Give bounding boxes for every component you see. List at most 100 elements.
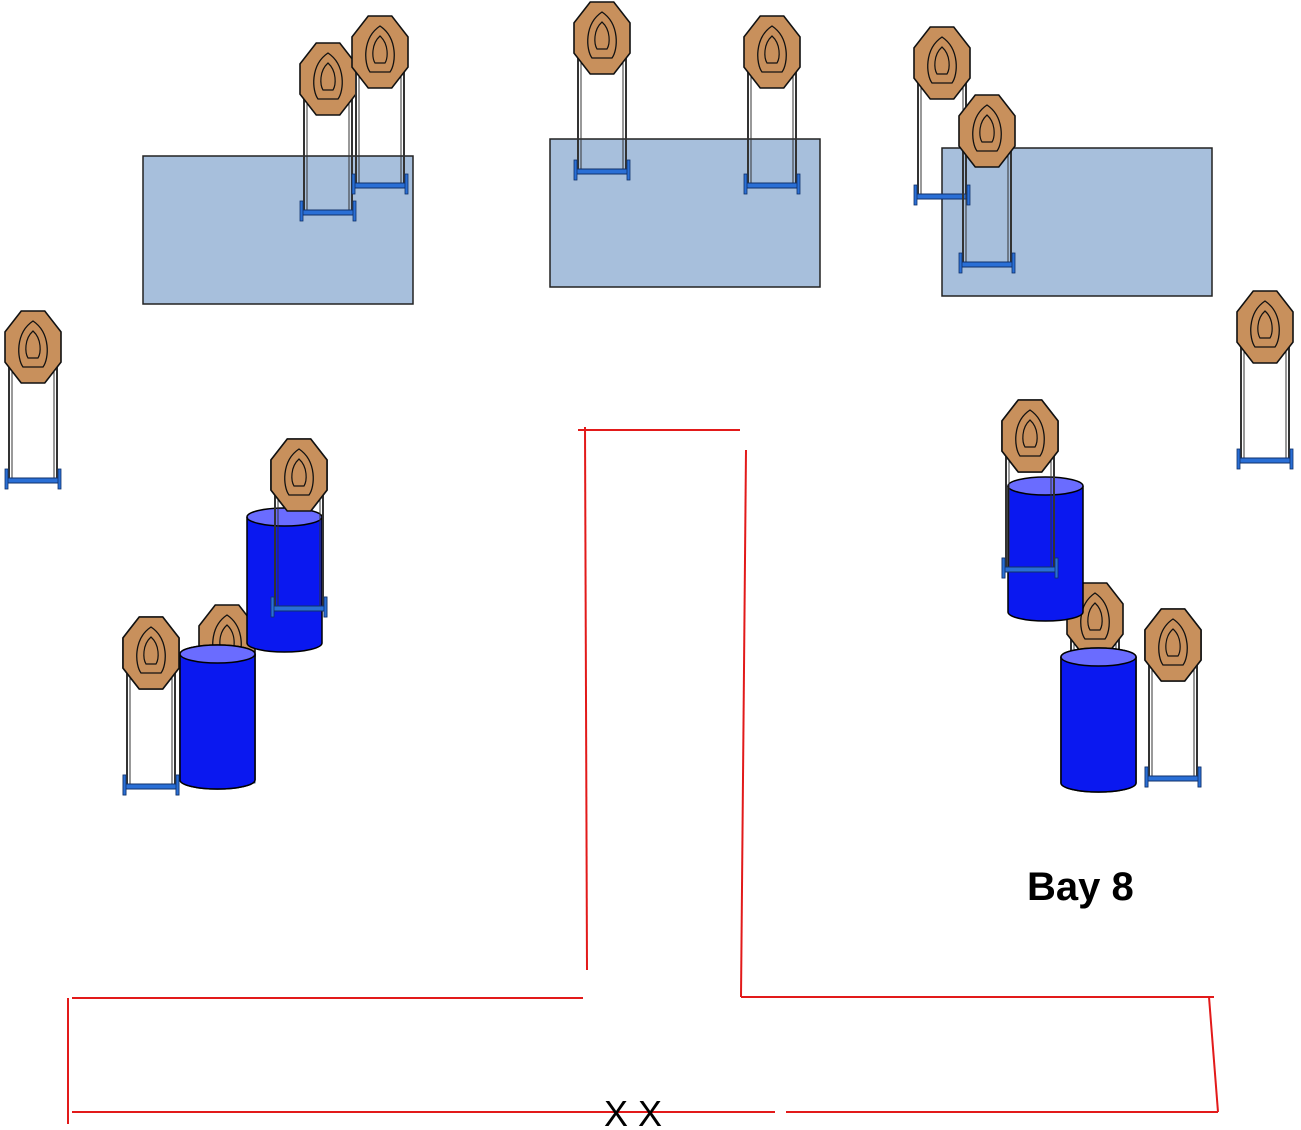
target-foot-right <box>1289 448 1294 470</box>
target-a-zone <box>1015 409 1045 457</box>
target-foot-right <box>175 774 180 796</box>
target-base <box>959 261 1015 268</box>
target-plate <box>1236 290 1294 364</box>
target-a-zone <box>1158 618 1188 666</box>
target-foot-left <box>913 184 918 206</box>
target-plate <box>1144 608 1202 682</box>
target-head-zone <box>25 330 41 359</box>
steel-target <box>1144 608 1202 788</box>
target-head-zone <box>143 636 159 665</box>
steel-target <box>299 42 357 222</box>
target-plate <box>351 15 409 89</box>
target-head-zone <box>979 114 995 143</box>
target-foot-left <box>351 173 356 195</box>
target-plate <box>958 94 1016 168</box>
target-a-zone <box>927 36 957 84</box>
target-plate <box>913 26 971 100</box>
target-a-zone <box>284 448 314 496</box>
target-base <box>300 209 356 216</box>
target-foot-left <box>1001 557 1006 579</box>
steel-target <box>1236 290 1294 470</box>
target-plate <box>4 310 62 384</box>
target-head-zone <box>372 35 388 64</box>
target-a-zone <box>313 52 343 100</box>
target-base <box>1145 775 1201 782</box>
target-head-zone <box>1257 310 1273 339</box>
target-foot-left <box>1144 766 1149 788</box>
target-foot-right <box>323 596 328 618</box>
target-head-zone <box>1087 602 1103 631</box>
bay-label: Bay 8 <box>1027 865 1134 909</box>
target-base <box>914 193 970 200</box>
blue-barrel <box>246 507 323 653</box>
steel-target <box>4 310 62 490</box>
platform-left <box>142 155 414 305</box>
blue-barrel <box>179 644 256 790</box>
target-head-zone <box>1165 628 1181 657</box>
target-foot-right <box>352 200 357 222</box>
target-foot-left <box>122 774 127 796</box>
steel-target <box>913 26 971 206</box>
barrel-top <box>1060 647 1137 667</box>
target-base <box>352 182 408 189</box>
steel-target <box>743 15 801 195</box>
barrel-body <box>246 517 323 653</box>
target-foot-right <box>1054 557 1059 579</box>
target-a-zone <box>365 25 395 73</box>
target-foot-right <box>404 173 409 195</box>
target-plate <box>573 1 631 75</box>
platform-right <box>941 147 1213 297</box>
start-position-marker: X X <box>604 1093 662 1130</box>
target-plate <box>299 42 357 116</box>
steel-target <box>1001 399 1059 579</box>
steel-target <box>270 438 328 618</box>
blue-barrel <box>1060 647 1137 793</box>
target-a-zone <box>136 626 166 674</box>
target-a-zone <box>18 320 48 368</box>
target-foot-right <box>1197 766 1202 788</box>
target-base <box>744 182 800 189</box>
barrel-body <box>179 654 256 790</box>
steel-target <box>122 616 180 796</box>
target-foot-right <box>57 468 62 490</box>
target-plate <box>122 616 180 690</box>
target-a-zone <box>1250 300 1280 348</box>
target-head-zone <box>764 35 780 64</box>
blue-barrel <box>1007 476 1084 622</box>
target-base <box>271 605 327 612</box>
target-plate <box>743 15 801 89</box>
target-base <box>123 783 179 790</box>
target-base <box>1002 566 1058 573</box>
target-base <box>574 168 630 175</box>
targets-front-group <box>122 399 1202 796</box>
target-base <box>5 477 61 484</box>
target-plate <box>270 438 328 512</box>
barrel-body <box>1007 486 1084 622</box>
target-head-zone <box>594 21 610 50</box>
target-foot-right <box>1011 252 1016 274</box>
target-foot-left <box>743 173 748 195</box>
target-foot-right <box>626 159 631 181</box>
fault-line-right-vertical <box>740 449 747 998</box>
target-a-zone <box>587 11 617 59</box>
target-head-zone <box>934 46 950 75</box>
target-foot-left <box>1236 448 1241 470</box>
platform-center <box>549 138 821 288</box>
target-foot-right <box>966 184 971 206</box>
target-a-zone <box>757 25 787 73</box>
barrel-top <box>1007 476 1084 496</box>
target-foot-left <box>299 200 304 222</box>
target-plate <box>1001 399 1059 473</box>
target-foot-left <box>573 159 578 181</box>
target-head-zone <box>291 458 307 487</box>
target-foot-right <box>796 173 801 195</box>
target-foot-left <box>270 596 275 618</box>
fault-lines <box>67 426 1219 1124</box>
barrel-body <box>1060 657 1137 793</box>
target-foot-left <box>4 468 9 490</box>
target-foot-left <box>958 252 963 274</box>
fault-line-right-edge <box>1208 996 1219 1113</box>
target-a-zone <box>972 104 1002 152</box>
